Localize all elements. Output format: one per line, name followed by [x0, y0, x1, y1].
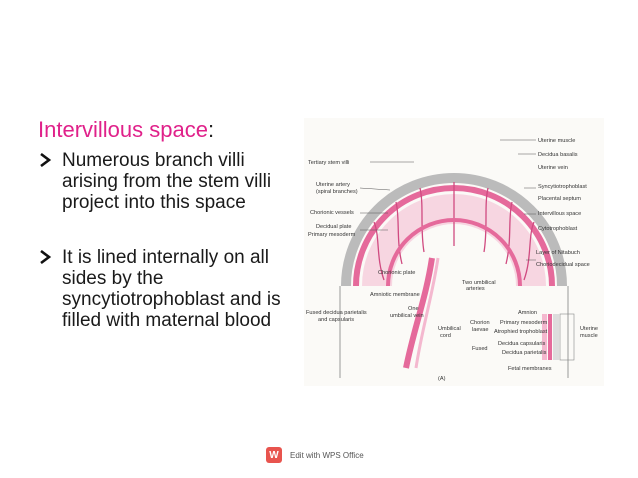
leader-line: [359, 187, 391, 191]
label-uterine-artery: Uterine artery: [316, 182, 350, 188]
label-laevae: laevae: [472, 327, 488, 333]
label-chorionic-vessels: Chorionic vessels: [310, 210, 354, 216]
villi-group: [373, 182, 535, 281]
label-and-capsularis: and capsularis: [318, 317, 354, 323]
label-umbilical-vein: umbilical vein: [390, 313, 424, 319]
label-chorionic-plate: Chorionic plate: [378, 270, 415, 276]
placenta-diagram: Tertiary stem villi Uterine artery (spir…: [304, 118, 604, 386]
label-muscle-b: muscle: [580, 333, 598, 339]
label-arteries: arteries: [466, 286, 485, 292]
label-tertiary-stem-villi: Tertiary stem villi: [308, 160, 349, 166]
label-uterine-vein: Uterine vein: [538, 165, 568, 171]
villus: [395, 201, 403, 265]
uterine-muscle-band: [341, 173, 567, 287]
chevron-right-icon: [40, 153, 52, 167]
label-fused-decidua: Fused decidua parietalis: [306, 310, 367, 316]
edit-with-wps-link[interactable]: Edit with WPS Office: [290, 450, 364, 460]
membrane-layer: [553, 314, 559, 360]
label-decidua-parietalis: Decidua parietalis: [502, 350, 547, 356]
bullet-list: Numerous branch villi arising from the s…: [38, 150, 300, 331]
leader-lines: [359, 139, 536, 261]
slide-title: Intervillous space:: [38, 116, 214, 144]
villus: [419, 187, 425, 253]
membrane-lines: [339, 286, 569, 378]
membrane-layer: [548, 314, 552, 360]
label-cord: cord: [440, 333, 451, 339]
label-intervillous-space: Intervillous space: [538, 211, 581, 217]
label-umbilical: Umbilical: [438, 326, 461, 332]
label-amnion: Amnion: [518, 310, 537, 316]
villus: [523, 221, 535, 281]
membrane-layer: [542, 314, 547, 360]
label-placental-septum: Placental septum: [538, 196, 581, 202]
label-decidua-capsularis: Decidua capsularis: [498, 341, 545, 347]
umbilical-vessel: [414, 257, 440, 369]
label-one: One: [408, 306, 419, 312]
title-text: Intervillous space: [38, 117, 208, 142]
label-syncytiotrophoblast: Syncytiotrophoblast: [538, 184, 587, 190]
intervillous-space-fill: [362, 194, 546, 286]
umbilical-cord: [403, 257, 435, 369]
villus: [483, 187, 489, 253]
label-choriodecidual-space: Choriodecidual space: [536, 262, 590, 268]
muscle-layer: [559, 313, 575, 361]
label-primary-mesoderm-b: Primary mesoderm: [500, 320, 548, 326]
wps-footer[interactable]: W Edit with WPS Office: [266, 446, 364, 464]
label-fetal-membranes: Fetal membranes: [508, 366, 552, 372]
bullet-item: Numerous branch villi arising from the s…: [38, 150, 300, 213]
label-decidual-plate: Decidual plate: [316, 224, 351, 230]
label-decidua-basalis: Decidua basalis: [538, 152, 578, 158]
label-panel-a: (A): [438, 376, 446, 382]
fetal-membranes-block: [542, 313, 575, 361]
label-uterine-muscle: Uterine muscle: [538, 138, 575, 144]
villus: [505, 201, 513, 265]
villus: [373, 221, 385, 281]
label-spiral-branches: (spiral branches): [316, 189, 358, 195]
chorionic-plate: [386, 218, 522, 287]
label-atrophied-trophoblast: Atrophied trophoblast: [494, 329, 548, 335]
label-amniotic-membrane: Amniotic membrane: [370, 292, 420, 298]
bullet-item: It is lined internally on all sides by t…: [38, 247, 300, 331]
label-cytotrophoblast: Cytotrophoblast: [538, 226, 578, 232]
label-two-umbilical: Two umbilical: [462, 280, 496, 286]
bullet-text: Numerous branch villi arising from the s…: [62, 150, 272, 213]
label-layer-of-nitabuch: Layer of Nitabuch: [536, 250, 580, 256]
label-fused: Fused: [472, 346, 488, 352]
wps-logo-icon: W: [266, 447, 282, 463]
label-primary-mesoderm: Primary mesoderm: [308, 232, 356, 238]
title-colon: :: [207, 117, 215, 142]
label-uterine-b: Uterine: [580, 326, 598, 332]
chevron-right-icon: [40, 250, 52, 264]
bullet-text: It is lined internally on all sides by t…: [62, 247, 281, 331]
label-chorion: Chorion: [470, 320, 490, 326]
